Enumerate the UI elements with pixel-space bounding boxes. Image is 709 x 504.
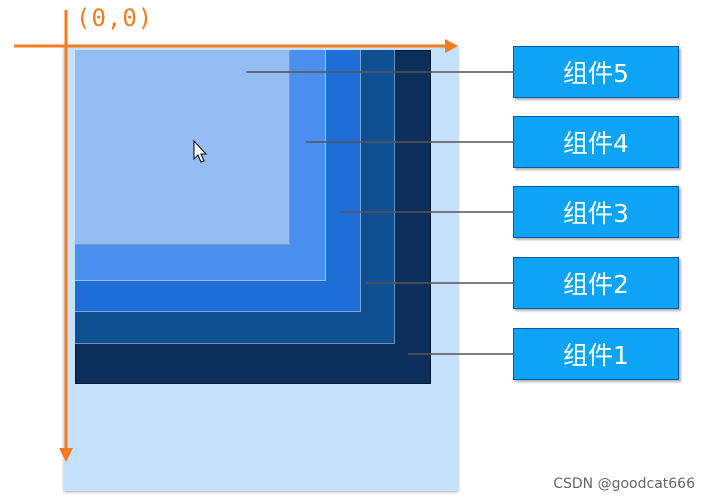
component-5-label: 组件5 [513, 46, 679, 98]
component-4-label: 组件4 [513, 116, 679, 168]
watermark: CSDN @goodcat666 [553, 476, 695, 492]
component-2-label: 组件2 [513, 257, 679, 309]
origin-label: (0,0) [76, 4, 154, 32]
mouse-cursor-icon [193, 139, 208, 163]
component-5-layer [75, 50, 290, 245]
x-axis-arrowhead [445, 39, 458, 53]
y-axis-arrowhead [59, 448, 73, 462]
component-1-label: 组件1 [513, 328, 679, 380]
component-3-label: 组件3 [513, 186, 679, 238]
